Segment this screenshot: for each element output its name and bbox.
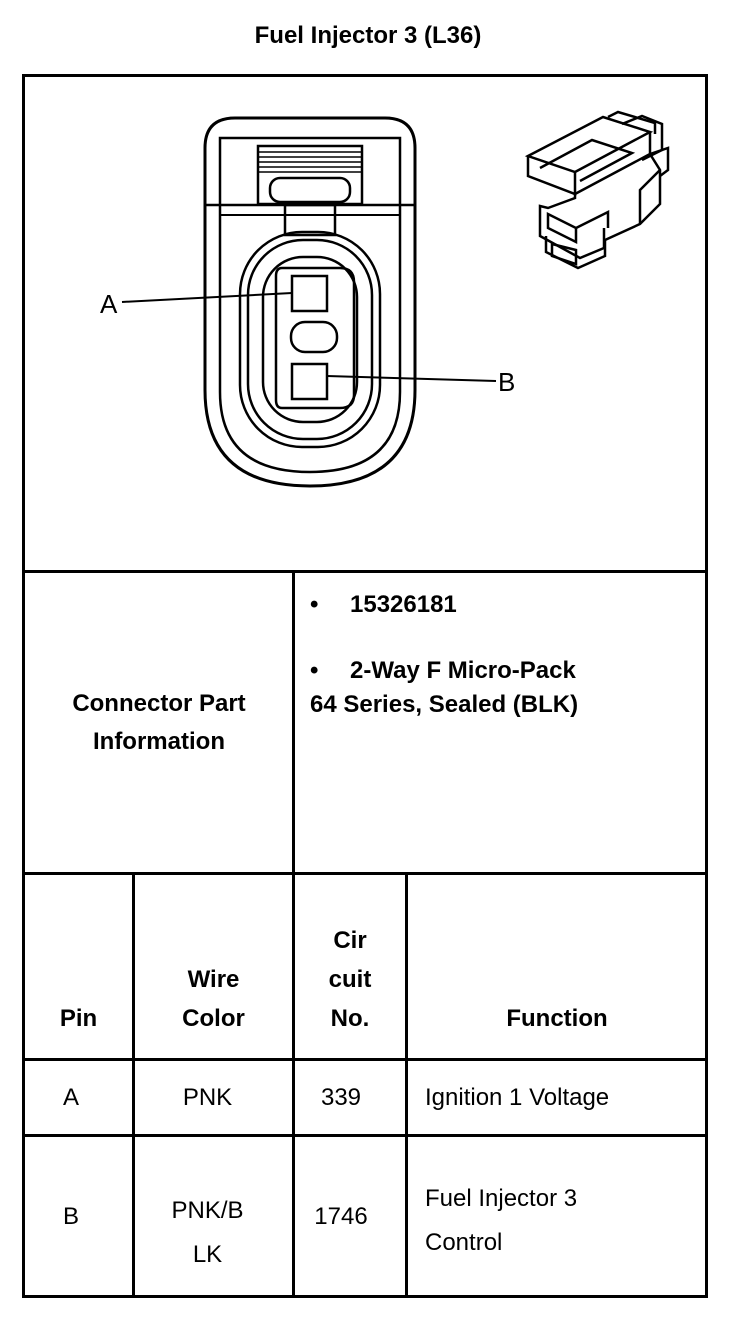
seal-middle — [246, 238, 374, 441]
divider — [22, 872, 708, 875]
table-cell-circuit: 1746 — [314, 1203, 368, 1230]
seal-outer — [238, 230, 382, 449]
page-title: Fuel Injector 3 (L36) — [254, 22, 482, 49]
table-cell-function: Ignition 1 Voltage — [425, 1083, 610, 1111]
divider — [22, 570, 708, 573]
divider — [22, 1058, 708, 1061]
bullet: • — [310, 591, 319, 618]
terminal-cavity — [274, 266, 356, 410]
description-line: 2-Way F Micro-Pack — [350, 657, 576, 684]
table-cell-wire-color: PNK — [182, 1083, 233, 1111]
divider — [405, 872, 408, 1298]
header-wire-color-line: Color — [182, 1005, 245, 1032]
terminal-b — [290, 362, 329, 401]
header-function: Function — [408, 875, 706, 1058]
connector-info-details: • 15326181 • 2-Way F Micro-Pack 64 Serie… — [296, 573, 706, 873]
description-line: 64 Series, Sealed (BLK) — [310, 691, 579, 718]
table-cell-pin: A — [62, 1083, 79, 1111]
table-frame — [22, 74, 708, 1298]
part-number: 15326181 — [350, 591, 457, 618]
divider — [292, 570, 295, 1298]
bullet: • — [310, 657, 319, 684]
header-circuit-line: cuit — [328, 966, 372, 993]
header-circuit-line: No. — [330, 1005, 370, 1032]
table-cell-circuit: 339 — [320, 1083, 362, 1111]
divider — [132, 872, 135, 1298]
connector-diagram: A B — [100, 110, 670, 488]
table-cell-wire-color: PNK/B LK — [135, 1137, 280, 1297]
connector-info-label-line: Information — [92, 728, 225, 755]
function-line: Control — [425, 1229, 503, 1256]
divider — [22, 1134, 708, 1137]
connector-housing-outline — [203, 116, 417, 488]
header-wire-color: Wire Color — [135, 875, 292, 1058]
function-line: Fuel Injector 3 — [425, 1185, 578, 1212]
pin-b-label: B — [498, 367, 515, 397]
connector-info-label-line: Connector Part — [72, 690, 246, 717]
connector-isometric-view — [524, 110, 670, 270]
pin-b-leader — [326, 375, 497, 382]
part-number-item: • 15326181 — [310, 591, 706, 619]
pin-a-label: A — [100, 289, 118, 319]
keying-feature — [289, 320, 339, 354]
header-pin-text: Pin — [59, 1005, 98, 1032]
wire-color-line: PNK/B — [171, 1197, 244, 1224]
header-pin: Pin — [25, 875, 132, 1058]
connector-info-label: Connector Part Information — [25, 573, 293, 873]
header-circuit-line: Cir — [333, 927, 367, 954]
description-item: • 2-Way F Micro-Pack — [310, 657, 706, 685]
seal-inner — [261, 255, 359, 424]
latch — [256, 144, 364, 206]
connector-housing-inner — [218, 136, 402, 474]
pin-a-leader — [121, 292, 293, 303]
wire-color-line: LK — [192, 1241, 223, 1268]
table-cell-pin: B — [62, 1203, 79, 1230]
header-function-text: Function — [506, 1005, 608, 1032]
terminal-a — [290, 274, 329, 313]
header-wire-color-line: Wire — [187, 966, 240, 993]
header-circuit-no: Cir cuit No. — [295, 875, 405, 1058]
table-cell-function: Fuel Injector 3 Control — [408, 1137, 706, 1297]
